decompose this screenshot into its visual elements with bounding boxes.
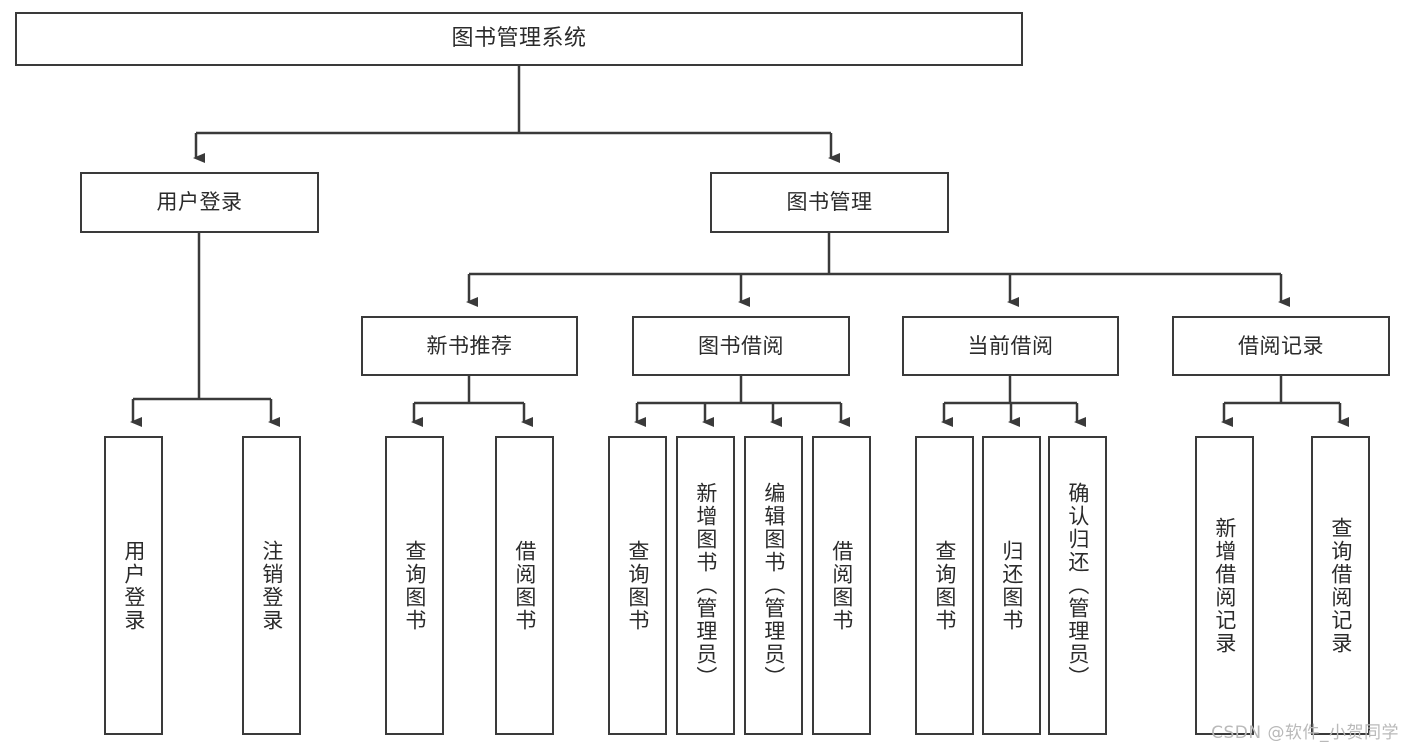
node-leaf-query-book-1[interactable]: 查询图书	[385, 436, 444, 735]
node-borrow-record[interactable]: 借阅记录	[1172, 316, 1390, 376]
node-book-manage-label: 图书管理	[786, 190, 873, 215]
node-borrow-record-label: 借阅记录	[1238, 333, 1324, 358]
node-leaf-confirm-return[interactable]: 确认归还（管理员）	[1048, 436, 1107, 735]
node-leaf-query-book-2-label: 查询图书	[625, 539, 650, 632]
node-leaf-user-login-label: 用户登录	[121, 539, 146, 632]
node-leaf-add-record[interactable]: 新增借阅记录	[1195, 436, 1254, 735]
node-leaf-add-book[interactable]: 新增图书（管理员）	[676, 436, 735, 735]
node-book-manage[interactable]: 图书管理	[710, 172, 949, 233]
node-leaf-query-book-1-label: 查询图书	[402, 539, 427, 632]
node-leaf-query-book-3[interactable]: 查询图书	[915, 436, 974, 735]
node-new-book-recommend-label: 新书推荐	[426, 333, 513, 358]
node-leaf-query-record[interactable]: 查询借阅记录	[1311, 436, 1370, 735]
node-leaf-borrow-book-2[interactable]: 借阅图书	[812, 436, 871, 735]
node-leaf-add-record-label: 新增借阅记录	[1212, 516, 1237, 655]
node-leaf-edit-book-label: 编辑图书（管理员）	[761, 482, 786, 689]
node-leaf-borrow-book-1-label: 借阅图书	[512, 539, 537, 632]
node-leaf-return-book-label: 归还图书	[999, 539, 1024, 632]
node-leaf-user-login[interactable]: 用户登录	[104, 436, 163, 735]
node-leaf-return-book[interactable]: 归还图书	[982, 436, 1041, 735]
node-leaf-confirm-return-label: 确认归还（管理员）	[1065, 482, 1090, 689]
node-current-borrow-label: 当前借阅	[967, 333, 1054, 358]
node-leaf-add-book-label: 新增图书（管理员）	[693, 482, 718, 689]
node-leaf-query-book-3-label: 查询图书	[932, 539, 957, 632]
node-user-login[interactable]: 用户登录	[80, 172, 319, 233]
node-book-borrow-label: 图书借阅	[698, 333, 784, 358]
watermark-text: CSDN @软件_小贺同学	[1211, 723, 1399, 743]
node-root-label: 图书管理系统	[451, 26, 587, 52]
node-current-borrow[interactable]: 当前借阅	[902, 316, 1119, 376]
node-book-borrow[interactable]: 图书借阅	[632, 316, 850, 376]
node-leaf-borrow-book-1[interactable]: 借阅图书	[495, 436, 554, 735]
node-leaf-borrow-book-2-label: 借阅图书	[829, 539, 854, 632]
node-leaf-user-logout-label: 注销登录	[259, 539, 284, 632]
node-user-login-label: 用户登录	[156, 190, 243, 215]
node-leaf-edit-book[interactable]: 编辑图书（管理员）	[744, 436, 803, 735]
node-new-book-recommend[interactable]: 新书推荐	[361, 316, 578, 376]
node-leaf-query-book-2[interactable]: 查询图书	[608, 436, 667, 735]
node-root[interactable]: 图书管理系统	[15, 12, 1023, 66]
node-leaf-user-logout[interactable]: 注销登录	[242, 436, 301, 735]
node-leaf-query-record-label: 查询借阅记录	[1328, 516, 1353, 655]
